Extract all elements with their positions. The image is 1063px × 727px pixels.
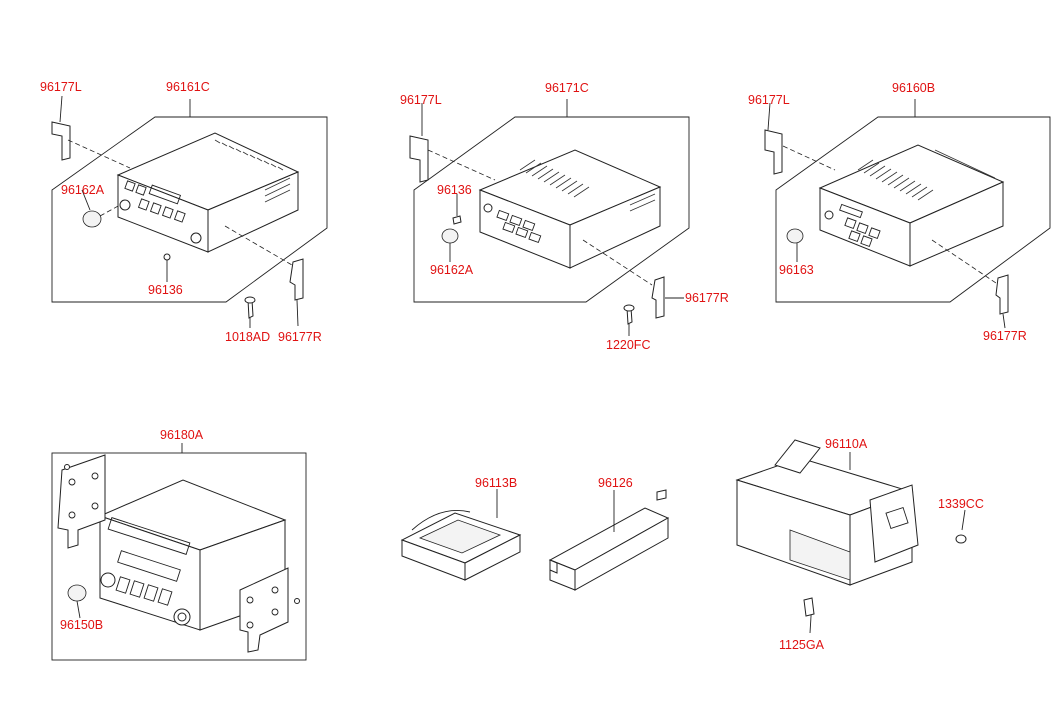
label-96162a: 96162A [430,263,474,277]
part-96110a [735,439,967,634]
assembly-96161c [51,95,328,328]
part-96126 [548,489,670,591]
label-96177l: 96177L [40,80,82,94]
label-96126: 96126 [598,476,633,490]
label-96110a: 96110A [825,437,868,451]
label-1339cc: 1339CC [938,497,984,511]
label-96177r: 96177R [685,291,729,305]
label-96161c: 96161C [166,80,210,94]
label-96177r: 96177R [278,330,322,344]
label-96113b: 96113B [475,476,518,490]
label-96163: 96163 [779,263,814,277]
label-96171c: 96171C [545,81,589,95]
part-96113b [400,489,522,581]
label-96177r: 96177R [983,329,1027,343]
assembly-96160b [764,99,1051,329]
label-96150b: 96150B [60,618,104,632]
label-1125ga: 1125GA [779,638,824,652]
label-96180a: 96180A [160,428,204,442]
assembly-96171c [409,99,690,336]
label-96160b: 96160B [892,81,936,95]
label-1220fc: 1220FC [606,338,651,352]
label-96177l: 96177L [400,93,442,107]
label-96162a: 96162A [61,183,105,197]
label-1018ad: 1018AD [225,330,271,344]
label-96177l: 96177L [748,93,790,107]
label-96136: 96136 [148,283,183,297]
assembly-96180a [51,443,307,661]
label-96136: 96136 [437,183,472,197]
